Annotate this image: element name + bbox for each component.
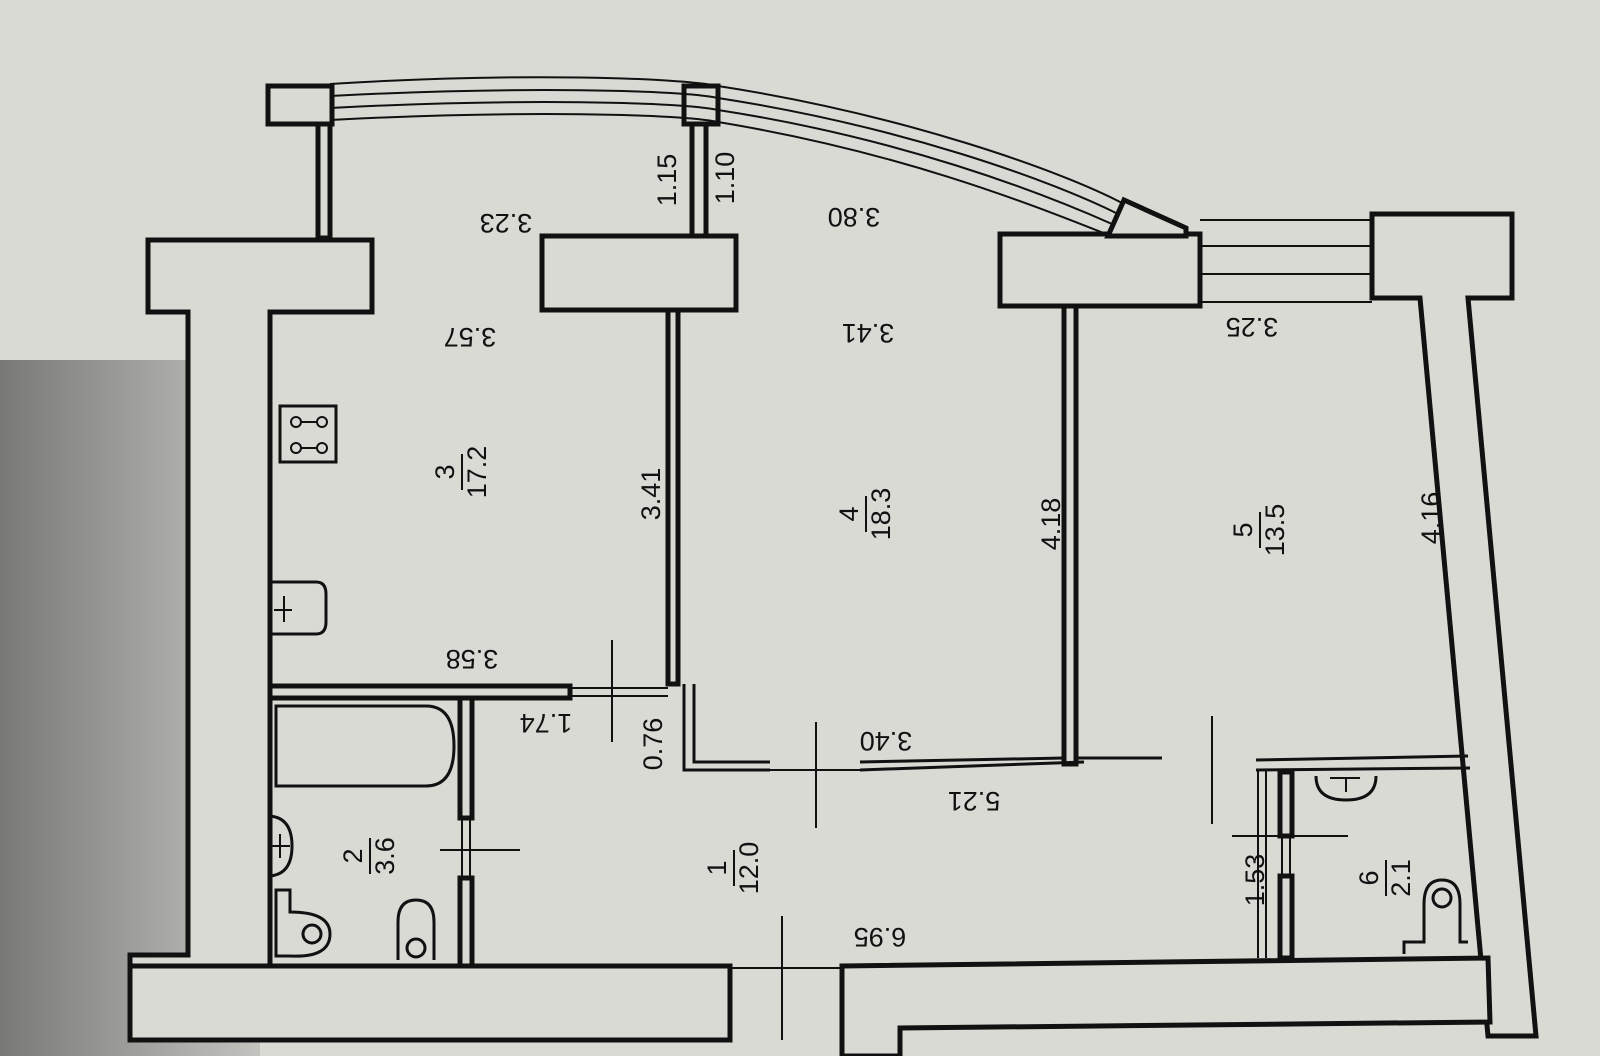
east-wall	[1369, 211, 1539, 1039]
toilet-icon-bath-2	[396, 898, 436, 960]
fixtures	[269, 404, 1468, 960]
wc-sink-icon	[1314, 775, 1378, 802]
room-2-label: 2 3.6	[338, 837, 400, 875]
dim-3-57: 3.57	[444, 322, 497, 352]
dim-1-53: 1.53	[1240, 854, 1270, 907]
room-number: 2	[338, 848, 368, 863]
toilet-icon-bath	[274, 888, 332, 958]
dim-3-58: 3.58	[446, 644, 499, 674]
room-3-label: 3 17.2	[430, 446, 492, 499]
partition-wc	[1277, 769, 1295, 839]
toilet-icon-wc	[1402, 878, 1468, 954]
room-number: 1	[702, 860, 732, 875]
room-area: 12.0	[734, 842, 764, 895]
room-labels: 3 17.2 4 18.3 5 13.5 2 3.6 1 12.0 6 2.1	[338, 446, 1416, 897]
dim-3-41-side: 3.41	[636, 468, 666, 521]
partition-3-4	[665, 307, 681, 687]
window-room-5	[1200, 219, 1372, 303]
room-5-label: 5 13.5	[1228, 504, 1290, 557]
dim-1-10: 1.10	[710, 152, 740, 205]
room-number: 4	[834, 506, 864, 521]
south-wall-left	[127, 963, 733, 1043]
washbasin-icon	[269, 814, 294, 878]
pier-left	[539, 233, 739, 313]
dim-0-76: 0.76	[638, 718, 668, 771]
dim-3-80: 3.80	[828, 202, 881, 232]
partition-wc-low	[1277, 873, 1295, 961]
north-post-left	[265, 83, 335, 127]
room-number: 6	[1354, 870, 1384, 885]
dim-4-18: 4.18	[1036, 498, 1066, 551]
room-area: 3.6	[370, 837, 400, 875]
partitions	[267, 303, 1471, 969]
dim-3-23: 3.23	[480, 208, 533, 238]
dim-5-21: 5.21	[948, 786, 1001, 816]
sink-icon	[272, 580, 328, 636]
partition-bath-hall-low	[457, 875, 475, 969]
dim-1-74: 1.74	[520, 708, 573, 738]
room-number: 3	[430, 464, 460, 479]
room-area: 18.3	[866, 488, 896, 541]
partition-bath-hall	[457, 695, 475, 821]
partition-kitchen-bath	[267, 683, 573, 701]
room-4-label: 4 18.3	[834, 488, 896, 541]
room-number: 5	[1228, 522, 1258, 537]
dim-1-15: 1.15	[652, 154, 682, 207]
dim-3-41-top: 3.41	[842, 318, 895, 348]
room-6-label: 6 2.1	[1354, 859, 1416, 897]
door-marks	[440, 640, 1348, 1040]
curved-window	[315, 76, 1189, 241]
west-wall	[127, 237, 375, 1003]
dim-6-95: 6.95	[854, 922, 907, 952]
pier-right	[997, 231, 1203, 309]
dimension-labels: 3.23 3.80 1.15 1.10 3.57 3.41 3.25 3.41 …	[444, 152, 1446, 952]
room-area: 2.1	[1386, 859, 1416, 897]
dim-4-16: 4.16	[1416, 492, 1446, 545]
room-area: 13.5	[1260, 504, 1290, 557]
south-wall-right	[839, 955, 1493, 1056]
stove-icon	[278, 404, 338, 464]
dim-3-25: 3.25	[1226, 312, 1279, 342]
dim-3-40: 3.40	[860, 726, 913, 756]
bathtub-icon	[274, 704, 456, 788]
room-area: 17.2	[462, 446, 492, 499]
room-1-label: 1 12.0	[702, 842, 764, 895]
walls	[127, 83, 1539, 1056]
